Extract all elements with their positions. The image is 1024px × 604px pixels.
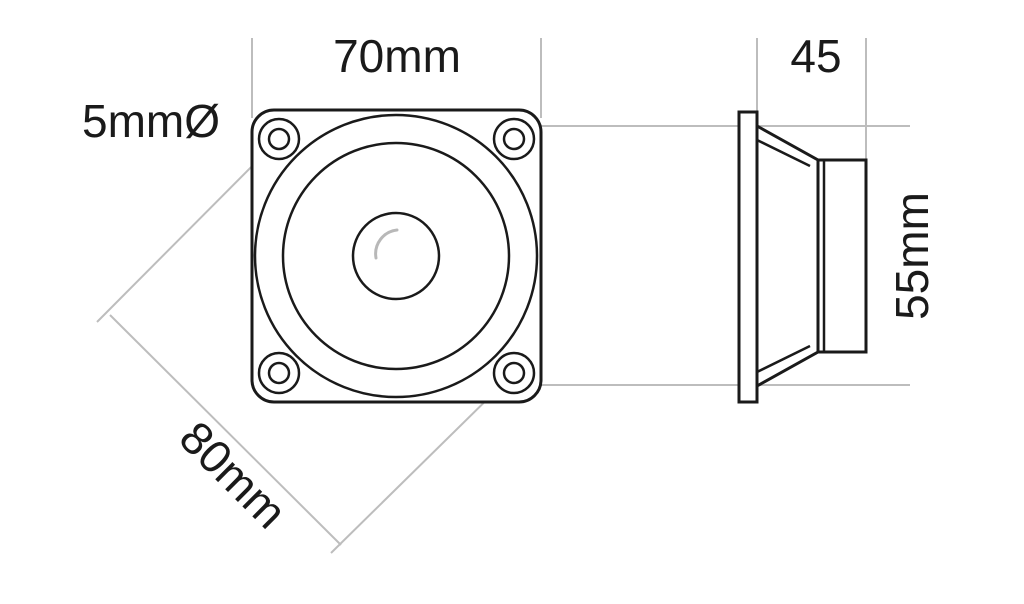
height-label: 55mm [886,192,938,320]
side-magnet [816,158,868,354]
mounting-hole-top-left [257,117,301,161]
dust-cap-highlight [374,228,399,260]
side-basket-inner-bottom [756,344,811,374]
diagonal-label: 80mm [170,411,297,538]
width-label: 70mm [333,30,461,82]
hole-diameter-label: 5mmØ [82,95,220,147]
mounting-hole-top-right [492,117,536,161]
diagonal-extension-bottom [330,373,514,554]
speaker-dust-cap [351,211,441,301]
mounting-hole-bottom-right [492,351,536,395]
side-flange [737,110,759,404]
diagonal-dimension-line [109,314,342,546]
speaker-surround-outer [253,113,539,399]
mounting-hole-bottom-left [257,351,301,395]
depth-label: 45 [790,30,841,82]
speaker-side-view [737,110,868,404]
speaker-cone [281,141,511,371]
speaker-front-view [250,108,543,404]
speaker-frame [250,108,543,404]
side-basket-inner-top [756,138,811,168]
